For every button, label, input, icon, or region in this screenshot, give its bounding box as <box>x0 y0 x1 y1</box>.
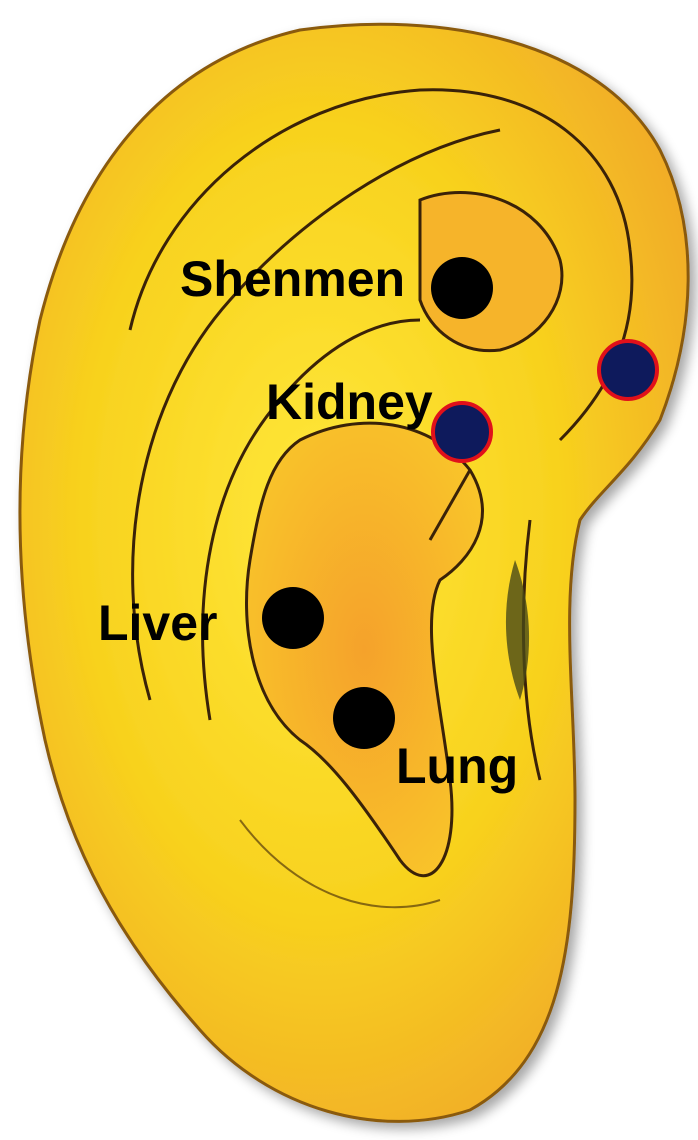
liver-point <box>262 587 324 649</box>
kidney-point <box>433 403 491 461</box>
liver-label: Liver <box>98 598 218 648</box>
lung-label: Lung <box>396 741 518 791</box>
shenmen-point <box>431 257 493 319</box>
lung-point <box>333 687 395 749</box>
kidney-label: Kidney <box>266 377 433 427</box>
shenmen-label: Shenmen <box>180 254 405 304</box>
helix-point <box>599 341 657 399</box>
